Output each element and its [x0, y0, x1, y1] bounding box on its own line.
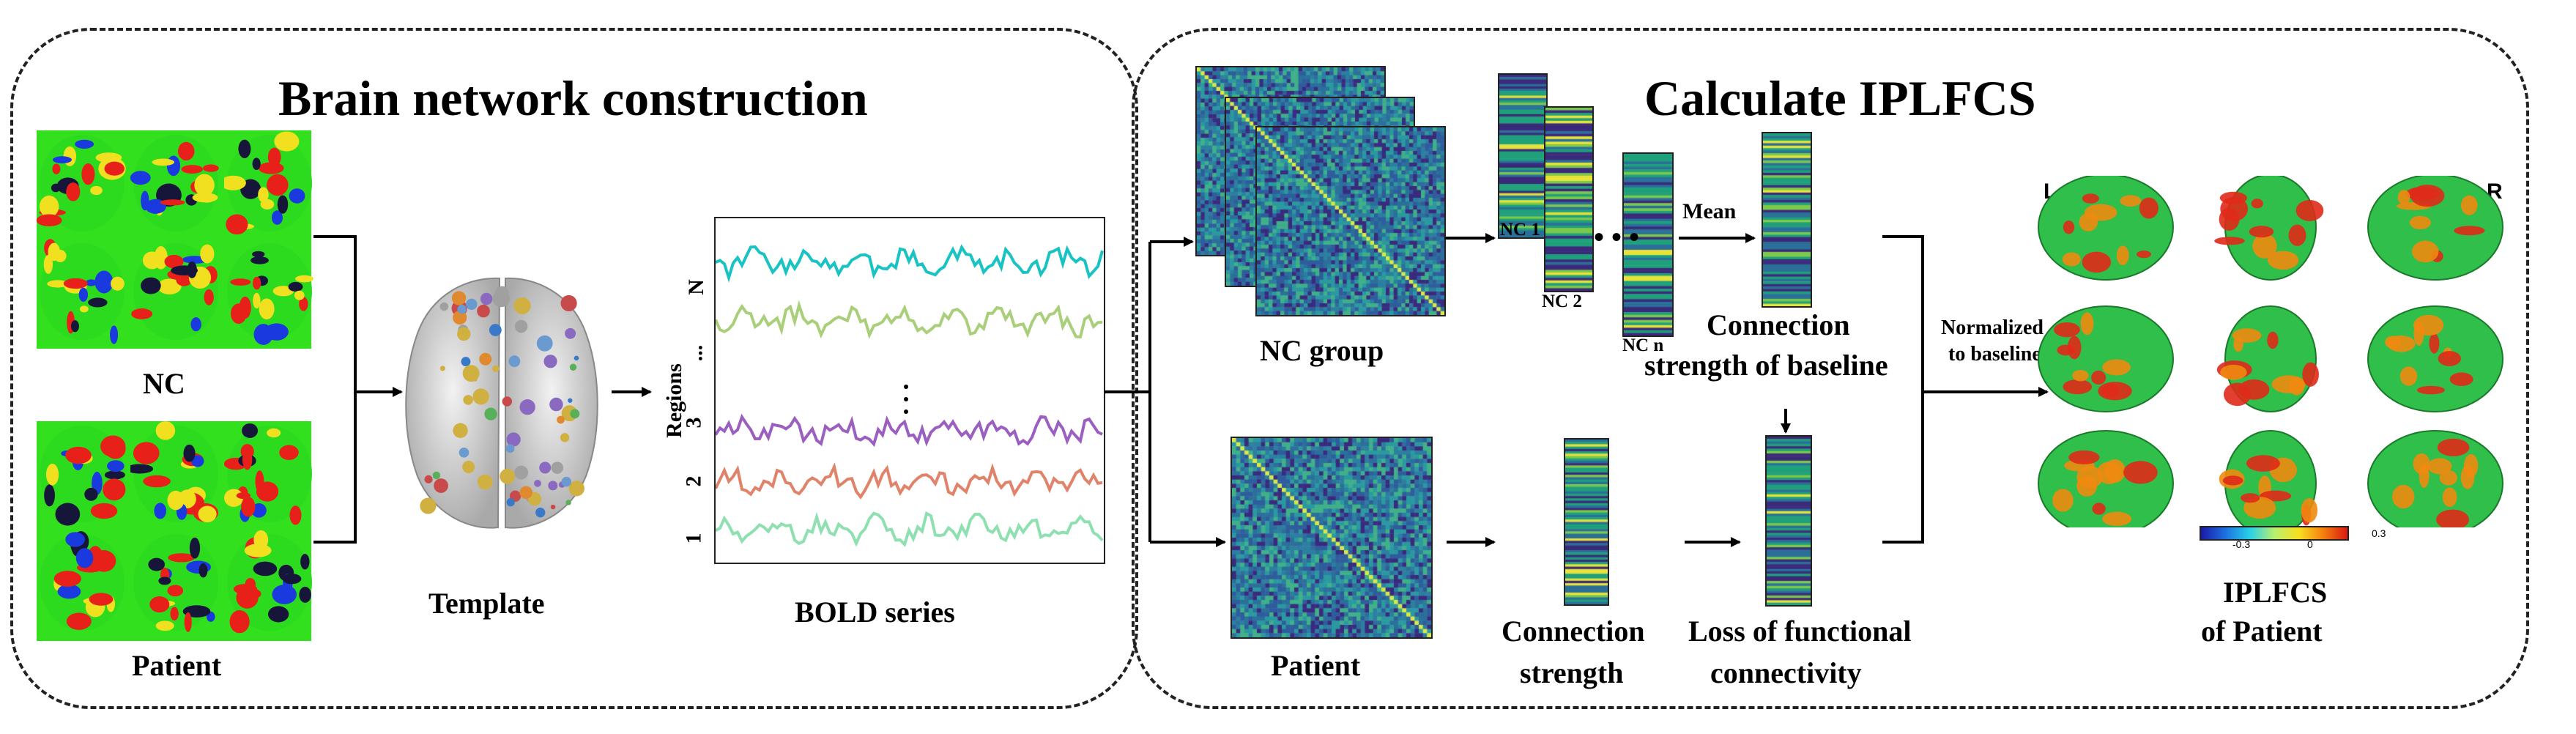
- iplfcs-label-1: IPLFCS: [2223, 576, 2328, 609]
- baseline-label-1: Connection: [1707, 308, 1850, 341]
- colorbar-tick-min: -0.3: [2232, 538, 2251, 550]
- loss-label-1: Loss of functional: [1688, 615, 1912, 648]
- iplfcs-label-2: of Patient: [2201, 615, 2323, 648]
- colorbar-tick-max: 0.3: [2372, 527, 2386, 539]
- patient-activation-maps: [37, 421, 312, 641]
- nc-group-label: NC group: [1260, 334, 1384, 367]
- nc-2-label: NC 2: [1542, 292, 1582, 311]
- patient-matrix-label: Patient: [1271, 649, 1361, 682]
- template-label: Template: [428, 587, 545, 620]
- nc-2-strip: [1544, 106, 1594, 292]
- nc-n-strip: [1622, 152, 1674, 337]
- nc-n-label: NC n: [1622, 336, 1664, 355]
- brain-network-panel: [10, 28, 1138, 709]
- nc-matrix-3: [1255, 126, 1446, 316]
- baseline-strip: [1762, 132, 1812, 308]
- nc-activation-maps: [37, 130, 313, 349]
- colorbar-tick-zero: 0: [2307, 538, 2313, 550]
- left-panel-title: Brain network construction: [278, 70, 868, 126]
- bold-series-label: BOLD series: [795, 596, 955, 629]
- bold-series-plot: [714, 217, 1105, 564]
- normalized-label-2: to baseline: [1948, 343, 2041, 366]
- nc-label: NC: [143, 367, 185, 400]
- normalized-label-1: Normalized: [1941, 316, 2044, 339]
- mean-label: Mean: [1682, 199, 1737, 223]
- patient-label: Patient: [132, 649, 222, 682]
- patient-matrix: [1231, 437, 1433, 639]
- baseline-label-2: strength of baseline: [1644, 349, 1888, 382]
- connection-strength-strip: [1564, 438, 1609, 606]
- loss-label-2: connectivity: [1710, 656, 1862, 689]
- iplfcs-brain-renders: [2038, 176, 2503, 527]
- calculate-iplfcs-panel: [1132, 28, 2529, 709]
- nc-1-label: NC 1: [1500, 220, 1540, 240]
- iplfcs-colorbar: [2200, 526, 2349, 541]
- loss-strip: [1765, 435, 1812, 607]
- strength-label-2: strength: [1520, 656, 1624, 689]
- ellipsis-dots: • • •: [1594, 220, 1640, 253]
- template-brain-image: [405, 277, 598, 529]
- right-panel-title: Calculate IPLFCS: [1644, 70, 2036, 126]
- strength-label-1: Connection: [1502, 615, 1645, 648]
